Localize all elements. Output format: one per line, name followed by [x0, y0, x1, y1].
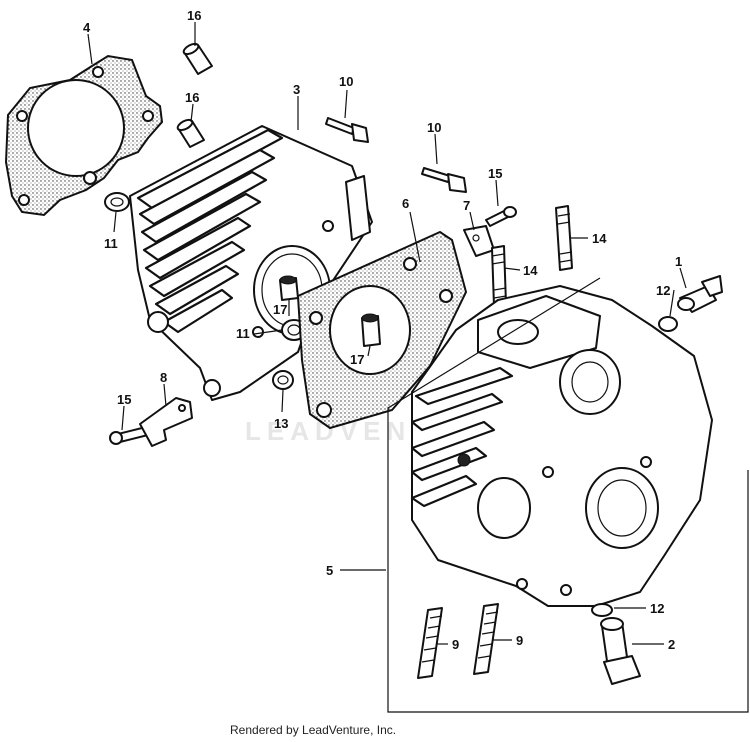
callout-16-lower: 16	[185, 90, 199, 105]
group-bracket-5	[387, 277, 749, 713]
callout-16-top: 16	[187, 8, 201, 23]
callout-2: 2	[668, 637, 675, 652]
callout-14-upper: 14	[592, 231, 607, 246]
leader-lines	[87, 22, 687, 645]
part-13-o-ring[interactable]	[272, 370, 294, 390]
part-16-dowel-pin-lower[interactable]	[176, 118, 205, 148]
part-15-bolt-upper[interactable]	[485, 206, 517, 227]
callout-9-left: 9	[452, 637, 459, 652]
part-17-dowel-pin-cylinder[interactable]	[279, 275, 299, 301]
callout-15-lower: 15	[117, 392, 131, 407]
part-5-cylinder-head[interactable]	[410, 285, 713, 607]
callout-8: 8	[160, 370, 167, 385]
callout-11-right: 11	[236, 326, 250, 341]
callout-14-lower: 14	[523, 263, 538, 278]
part-4-cylinder-gasket[interactable]	[4, 54, 164, 217]
render-credit: Rendered by LeadVenture, Inc.	[230, 723, 397, 737]
callout-7: 7	[463, 198, 470, 213]
part-17-dowel-pin-gasket[interactable]	[361, 313, 381, 347]
part-10-bolt-lower[interactable]	[421, 167, 467, 193]
callout-4: 4	[83, 20, 91, 35]
callout-1: 1	[675, 254, 682, 269]
callout-10-lower: 10	[427, 120, 441, 135]
part-14-stud-lower[interactable]	[491, 245, 507, 307]
part-8-bracket[interactable]	[139, 397, 193, 447]
part-14-stud-upper[interactable]	[555, 205, 573, 271]
callout-17-gasket: 17	[350, 352, 364, 367]
callout-17-cylinder: 17	[273, 302, 287, 317]
part-7-clip[interactable]	[463, 225, 495, 257]
part-2-fitting[interactable]	[600, 617, 641, 685]
callout-12-lower: 12	[650, 601, 664, 616]
callout-9-right: 9	[516, 633, 523, 648]
callout-6: 6	[402, 196, 409, 211]
part-9-stud-left[interactable]	[417, 607, 443, 679]
part-12-o-ring-upper[interactable]	[658, 316, 678, 332]
callout-13: 13	[274, 416, 288, 431]
part-6-head-gasket[interactable]	[296, 230, 468, 430]
callout-3: 3	[293, 82, 300, 97]
callout-11-left: 11	[104, 236, 118, 251]
part-1-fitting[interactable]	[677, 275, 723, 313]
part-12-o-ring-lower[interactable]	[591, 603, 613, 617]
callout-12-upper: 12	[656, 283, 670, 298]
part-11-o-ring-left[interactable]	[104, 192, 130, 212]
callout-15-upper: 15	[488, 166, 502, 181]
part-16-dowel-pin-top[interactable]	[182, 42, 213, 75]
part-9-stud-right[interactable]	[473, 603, 499, 675]
callout-10-upper: 10	[339, 74, 353, 89]
part-10-bolt-upper[interactable]	[325, 117, 369, 143]
callout-5: 5	[326, 563, 333, 578]
